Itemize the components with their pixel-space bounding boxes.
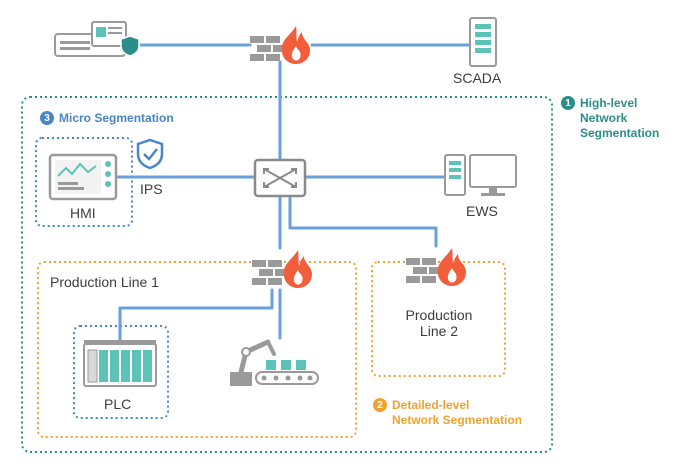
production-line-2-label-line: Line 2 [419,323,459,339]
firewall-icon [252,250,312,288]
legend-text: Micro Segmentation [59,111,174,126]
legend-line: Micro Segmentation [59,111,174,125]
network-switch-icon [253,158,307,198]
legend-line: Segmentation [580,126,660,140]
legend-line: Network Segmentation [392,413,523,427]
hmi-label: HMI [70,205,96,221]
robot-arm-conveyor-icon [230,339,319,386]
micro-zone-border [35,137,133,227]
production-line-1-label: Production Line 1 [50,274,159,290]
legend-detailed-level-segmentation: 2 Detailed-level Network Segmentation [373,398,522,428]
scada-label: SCADA [453,70,502,86]
plc-label: PLC [104,396,132,412]
firewall-icon [250,26,310,64]
legend-line: High-level [580,96,638,110]
production-line-1-zone-border [37,261,357,438]
legend-number-badge: 3 [40,111,54,125]
production-line-2-zone-border [371,261,506,377]
legend-text: Detailed-level Network Segmentation [392,398,522,428]
ews-label: EWS [466,203,498,219]
shield-icon [120,35,140,57]
shield-check-icon [136,138,164,170]
hmi-panel-icon [48,153,118,201]
firewall-icon [406,248,466,286]
production-line-2-label-line: Production [405,307,473,323]
server-tower-icon [469,17,497,67]
plc-rack-icon [83,340,157,387]
legend-line: Detailed-level [392,398,470,412]
workstation-icon [444,154,517,196]
high-level-zone-border [21,96,553,453]
legend-high-level-segmentation: 1 High-level Network Segmentation [561,96,659,141]
legend-number-badge: 2 [373,398,387,412]
production-line-2-label: Production Line 2 [396,307,482,339]
network-links [116,43,472,342]
legend-text: High-level Network Segmentation [580,96,659,141]
server-console-icon [54,21,127,57]
legend-line: Network [580,111,628,125]
legend-number-badge: 1 [561,96,575,110]
ips-label: IPS [140,181,163,197]
legend-micro-segmentation: 3 Micro Segmentation [40,111,174,126]
